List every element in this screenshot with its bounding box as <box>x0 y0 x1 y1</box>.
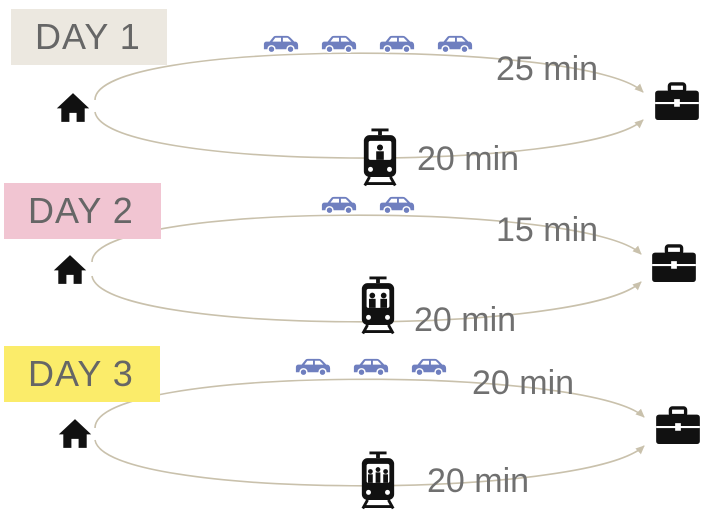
train-time-label-day-1: 20 min <box>417 140 520 178</box>
car-time-label-day-1: 25 min <box>496 50 599 88</box>
day-label-text: DAY 2 <box>28 190 134 231</box>
train-route-arrow-day-3 <box>94 439 645 487</box>
car-icon <box>295 358 331 376</box>
train-route-arrow-day-1 <box>94 111 644 159</box>
car-route-arrow-day-2 <box>91 214 642 263</box>
day-label-2: DAY 2 <box>4 183 161 239</box>
car-icon <box>379 196 415 214</box>
day-label-text: DAY 3 <box>28 353 134 394</box>
car-route-arrow-day-1 <box>94 52 644 101</box>
car-icon <box>437 35 473 53</box>
car-icon <box>379 35 415 53</box>
day-label-text: DAY 1 <box>35 16 141 57</box>
train-route-arrow-day-2 <box>91 275 642 323</box>
house-icon <box>53 255 87 284</box>
briefcase-icon <box>652 244 696 283</box>
car-time-label-day-2: 15 min <box>496 211 599 249</box>
briefcase-icon <box>655 82 699 121</box>
car-icon <box>321 35 357 53</box>
train-time-label-day-2: 20 min <box>414 301 517 339</box>
car-icon <box>411 358 447 376</box>
car-icon <box>353 358 389 376</box>
briefcase-icon <box>656 406 700 445</box>
car-icon <box>263 35 299 53</box>
car-route-arrow-day-3 <box>94 378 645 429</box>
house-icon <box>56 93 90 122</box>
car-icon <box>321 196 357 214</box>
car-time-label-day-3: 20 min <box>472 364 575 402</box>
day-label-3: DAY 3 <box>4 346 160 402</box>
tram-icon <box>361 451 395 510</box>
tram-icon <box>361 276 395 335</box>
train-time-label-day-3: 20 min <box>427 462 530 500</box>
tram-icon <box>363 128 397 187</box>
day-label-1: DAY 1 <box>11 9 167 65</box>
house-icon <box>58 419 92 448</box>
